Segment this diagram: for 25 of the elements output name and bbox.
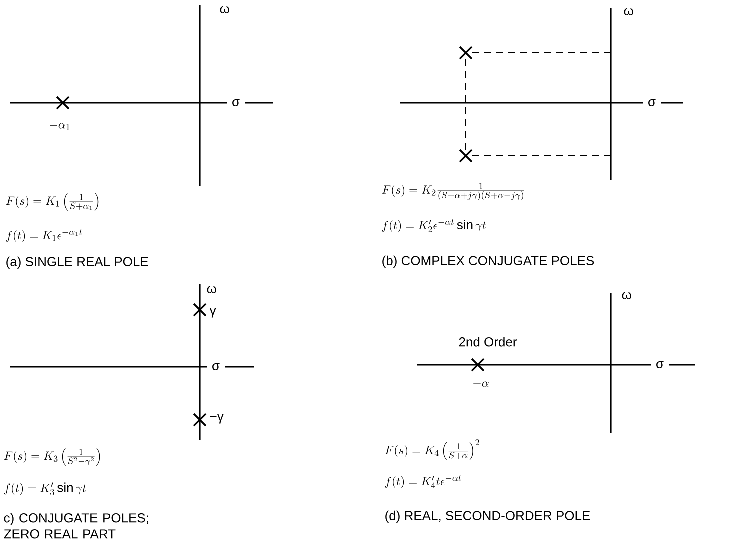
transform-formula: $F(s)=K_4\left(\frac{1}{S+\alpha}\right)^2$ [385,439,480,460]
pole-annotation: 2nd Order [459,337,518,347]
time-function-formula: $f(t)=K_2'\epsilon^{-\alpha t}\sin\gamma t$ [382,219,486,232]
transform-formula: $F(s)=K_1\left(\frac{1}{S+\alpha_1}\right)$ [6,192,99,211]
time-function-formula: $f(t)=K_3'\sin\gamma t$ [4,482,86,496]
axis-label: ω [622,292,632,300]
transform-formula: $F(s)=K_3\left(\frac{1}{S^2-\gamma^2}\right)$ [4,448,100,466]
axis-label: σ [212,364,220,370]
time-function-formula: $f(t)=K_4' t\epsilon^{-\alpha t}$ [385,475,462,488]
panel-caption: c) CONJUGATE POLES; ZERO REAL PART [4,513,148,539]
axis-label: σ [232,100,240,106]
pole-value: −γ [210,414,224,424]
axis-label: ω [207,286,216,294]
pole-value: $-\alpha$ [474,382,489,388]
axis-label: ω [220,6,230,14]
panel-caption: (b) COMPLEX CONJUGATE POLES [382,256,594,268]
axis-label: σ [656,362,664,368]
time-function-formula: $f(t)=K_1\epsilon^{-\alpha_1 t}$ [6,229,82,242]
transform-formula: $F(s)=K_2\frac{1}{(S+\alpha+j\gamma)(S+\alpha-j\gamma)}$ [382,183,524,201]
axis-label: ω [624,8,634,16]
panel-caption: (d) REAL, SECOND-ORDER POLE [386,510,590,524]
axis-label: σ [648,100,656,106]
panel-caption: (a) SINGLE REAL POLE [6,256,148,270]
pole-value: $-\alpha_1$ [50,123,70,130]
pole-value: γ [210,308,216,318]
